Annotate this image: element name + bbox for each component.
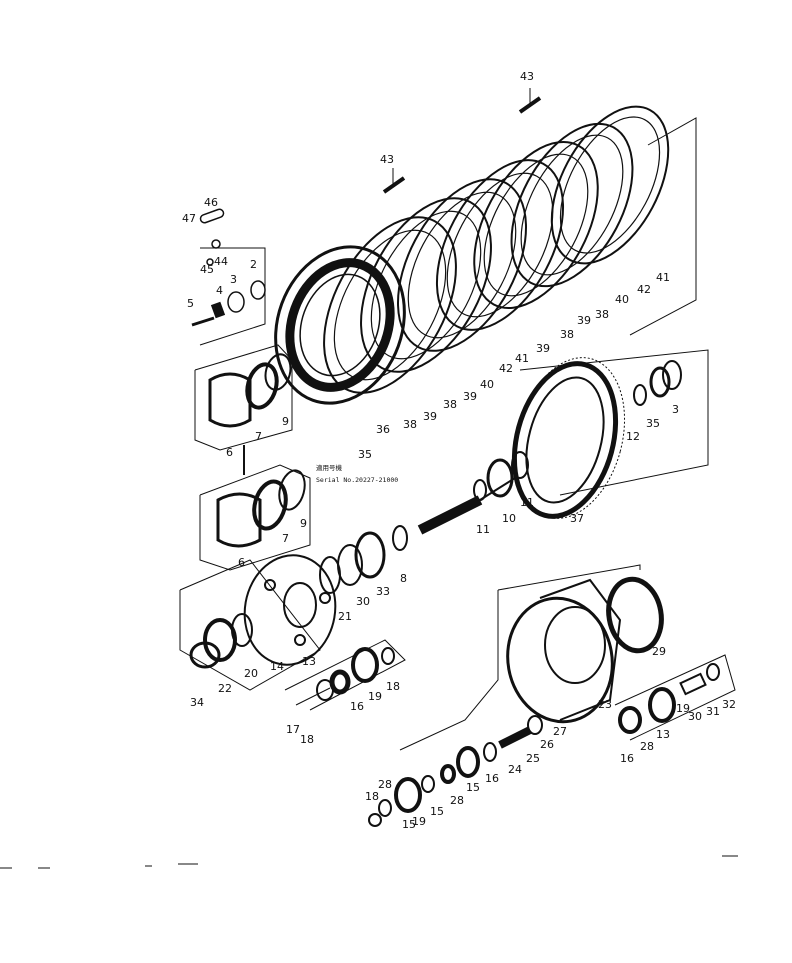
part-label-p38c: 38 [443, 398, 457, 411]
part-label-p3a: 3 [230, 273, 237, 286]
part-label-p41a: 41 [656, 271, 670, 284]
part-label-p28c: 28 [640, 740, 654, 753]
part-label-p16c: 16 [620, 752, 634, 765]
part-label-p12: 12 [626, 430, 640, 443]
part-label-p47: 47 [182, 212, 196, 225]
part-label-p38a: 38 [595, 308, 609, 321]
part-label-p10: 10 [502, 512, 516, 525]
ring-gear-37 [511, 349, 709, 519]
part-label-p32: 32 [722, 698, 736, 711]
pinion-group-2 [614, 654, 736, 741]
part-label-p42b: 42 [499, 362, 513, 375]
part-label-p36: 36 [376, 423, 390, 436]
part-label-p46: 46 [204, 196, 218, 209]
part-label-p11b: 11 [520, 496, 534, 509]
part-label-p19b: 19 [412, 815, 426, 828]
part-label-p16a: 16 [350, 700, 364, 713]
part-label-p33: 33 [376, 585, 390, 598]
pinion-group-3 [368, 715, 543, 827]
part-label-p35b: 35 [646, 417, 660, 430]
part-label-p13a: 13 [302, 655, 316, 668]
part-label-p13b: 13 [656, 728, 670, 741]
part-label-p8: 8 [400, 572, 407, 585]
part-label-p4: 4 [216, 284, 223, 297]
part-label-p39d: 39 [423, 410, 437, 423]
part-label-p39a: 39 [577, 314, 591, 327]
part-label-p30b: 30 [688, 710, 702, 723]
part-label-p15a: 15 [466, 781, 480, 794]
part-label-p19a: 19 [368, 690, 382, 703]
part-label-p39c: 39 [463, 390, 477, 403]
part-label-p43a: 43 [520, 70, 534, 83]
part-label-p38d: 38 [403, 418, 417, 431]
part-label-p3b: 3 [672, 403, 679, 416]
part-label-p28b: 28 [378, 778, 392, 791]
part-label-p25: 25 [526, 752, 540, 765]
part-label-p34: 34 [190, 696, 204, 709]
part-label-p18b: 18 [300, 733, 314, 746]
part-label-p14: 14 [270, 660, 284, 673]
part-label-p18a: 18 [386, 680, 400, 693]
part-label-p6a: 6 [226, 446, 233, 459]
disc-rings [274, 105, 670, 405]
part-label-p35: 35 [358, 448, 372, 461]
pinion-group-1 [284, 639, 406, 711]
drum-23 [399, 564, 664, 751]
pin-43-lower [382, 168, 406, 194]
margin-marks [0, 855, 738, 869]
part-label-p7a: 7 [255, 430, 262, 443]
fork-assembly-upper [194, 344, 293, 451]
part-label-p15b: 15 [430, 805, 444, 818]
part-label-p19c: 19 [676, 702, 690, 715]
part-label-p42a: 42 [637, 283, 651, 296]
fork-assembly-lower [199, 445, 311, 571]
bearings-left [189, 613, 253, 669]
part-label-p2: 2 [250, 258, 257, 271]
part-label-p26: 26 [540, 738, 554, 751]
part-label-p23: 23 [598, 698, 612, 711]
serial-note-line2: Serial No.20227-21000 [316, 476, 398, 484]
part-label-p41b: 41 [515, 352, 529, 365]
part-label-p45: 45 [200, 263, 214, 276]
part-label-p7b: 7 [282, 532, 289, 545]
small-parts-upper-left [191, 208, 266, 346]
part-label-p24: 24 [508, 763, 522, 776]
part-label-p30a: 30 [356, 595, 370, 608]
part-label-p9b: 9 [300, 517, 307, 530]
part-label-p38b: 38 [560, 328, 574, 341]
part-label-p16b: 16 [485, 772, 499, 785]
part-label-p39b: 39 [536, 342, 550, 355]
part-label-p22: 22 [218, 682, 232, 695]
part-label-p29: 29 [652, 645, 666, 658]
part-label-p40b: 40 [480, 378, 494, 391]
bearing-group-mid [319, 525, 408, 594]
part-label-p21: 21 [338, 610, 352, 623]
part-label-p37: 37 [570, 512, 584, 525]
part-label-p44: 44 [214, 255, 228, 268]
part-label-p18c: 18 [365, 790, 379, 803]
part-label-p20: 20 [244, 667, 258, 680]
part-label-p40a: 40 [615, 293, 629, 306]
pin-43-upper [518, 88, 542, 114]
planet-carrier-14 [179, 554, 337, 691]
part-label-p9a: 9 [282, 415, 289, 428]
serial-note: 適用号機 Serial No.20227-21000 [316, 463, 398, 484]
part-label-p5: 5 [187, 297, 194, 310]
part-label-p15c: 15 [402, 818, 416, 831]
part-label-p43b: 43 [380, 153, 394, 166]
part-label-p17: 17 [286, 723, 300, 736]
clutch-disc-stack [274, 88, 697, 405]
part-label-p31: 31 [706, 705, 720, 718]
part-label-p11a: 11 [476, 523, 490, 536]
part-label-p28a: 28 [450, 794, 464, 807]
serial-note-line1: 適用号機 [316, 463, 343, 472]
part-label-p27: 27 [553, 725, 567, 738]
output-shaft [417, 360, 682, 535]
part-label-p6b: 6 [238, 556, 245, 569]
